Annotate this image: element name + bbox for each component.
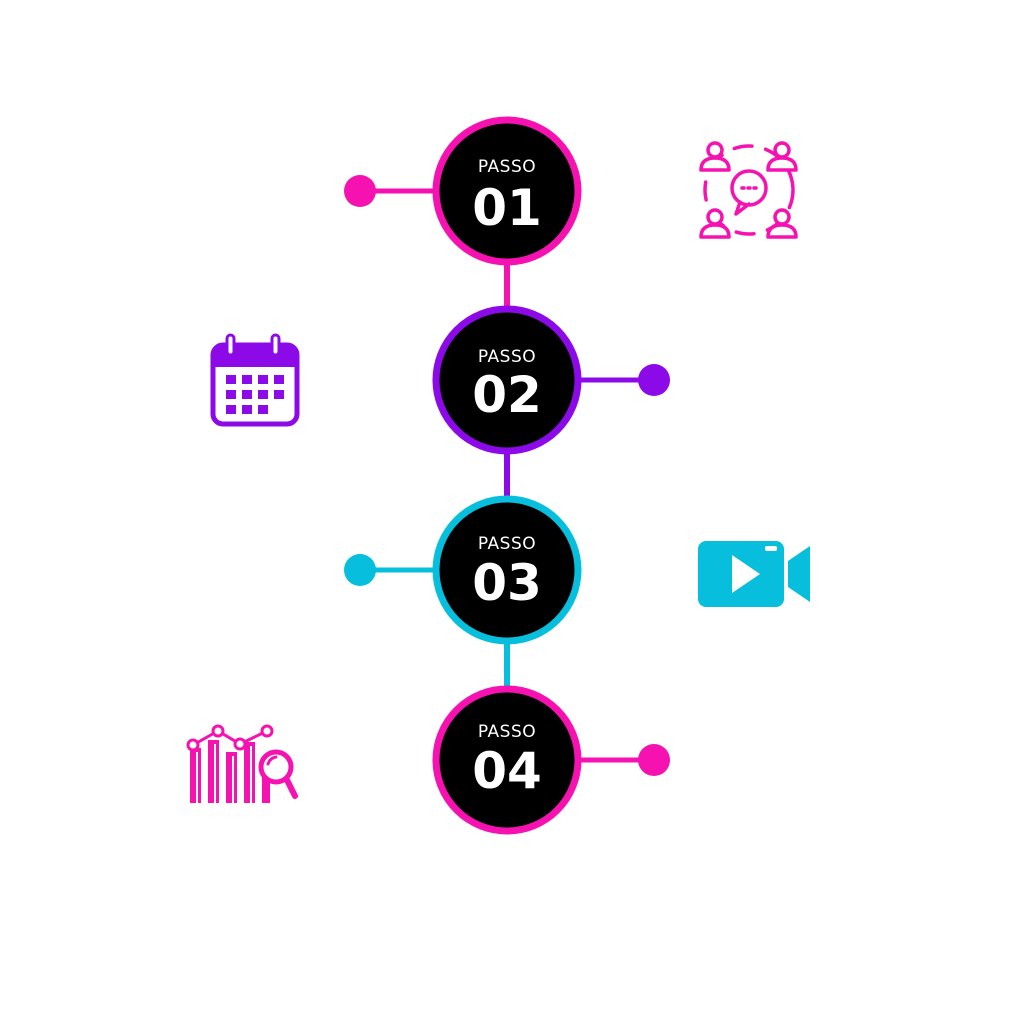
step-3-circle (432, 495, 582, 645)
step-1-circle (432, 116, 582, 266)
chart-search-icon (186, 724, 298, 803)
step-4-label: PASSO (478, 722, 536, 742)
group-chat-icon (699, 141, 798, 239)
step-3-label: PASSO (478, 534, 536, 554)
step-2-number: 02 (472, 366, 542, 424)
video-camera-icon (698, 541, 810, 607)
step-1-number: 01 (472, 179, 542, 237)
step-2-label: PASSO (478, 347, 536, 367)
step-4: PASSO 04 (432, 685, 670, 835)
step-3: PASSO 03 (344, 495, 582, 645)
calendar-icon (210, 333, 300, 427)
step-2-branch-dot (638, 364, 670, 396)
step-1-branch-dot (344, 175, 376, 207)
step-4-branch-dot (638, 744, 670, 776)
step-3-number: 03 (472, 554, 542, 612)
step-1-label: PASSO (478, 157, 536, 177)
step-4-number: 04 (472, 742, 542, 800)
step-1: PASSO 01 (344, 116, 582, 266)
step-3-branch-dot (344, 554, 376, 586)
step-2-circle (432, 305, 582, 455)
step-4-circle (432, 685, 582, 835)
step-2: PASSO 02 (432, 305, 670, 455)
